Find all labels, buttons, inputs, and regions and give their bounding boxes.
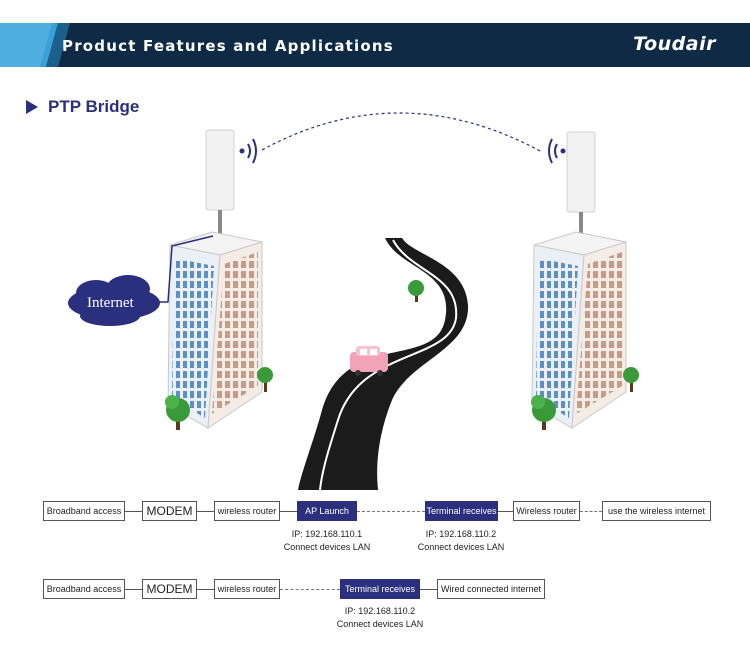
flow1-ap-launch: AP Launch <box>297 501 357 521</box>
flow1-ap-info: IP: 192.168.110.1 Connect devices LAN <box>267 528 387 554</box>
flow1-wireless-router: wireless router <box>214 501 280 521</box>
banner-title: Product Features and Applications <box>62 37 394 55</box>
flow1-ap-note: Connect devices LAN <box>283 542 371 552</box>
right-building <box>531 231 627 429</box>
connector <box>197 589 214 590</box>
wireless-connector <box>580 511 602 512</box>
connector <box>280 511 297 512</box>
wireless-connector <box>280 589 340 590</box>
left-antenna <box>205 129 235 241</box>
tree-icon <box>531 395 556 430</box>
banner-background <box>0 23 750 67</box>
connector <box>420 589 437 590</box>
flow2-wired-internet: Wired connected internet <box>437 579 545 599</box>
flow1-wireless-router-2: Wireless router <box>513 501 580 521</box>
connector <box>125 589 142 590</box>
connector <box>498 511 513 512</box>
flow1-use-wireless-internet: use the wireless internet <box>602 501 711 521</box>
wireless-link-arc <box>261 112 543 153</box>
tree-icon <box>623 367 639 392</box>
car-icon <box>350 346 388 376</box>
flow1-terminal-note: Connect devices LAN <box>417 542 505 552</box>
flow1-terminal-info: IP: 192.168.110.2 Connect devices LAN <box>401 528 521 554</box>
triangle-bullet-icon <box>26 100 38 114</box>
tree-icon <box>408 280 424 302</box>
left-building <box>167 231 263 429</box>
flow1-terminal-receives: Terminal receives <box>425 501 498 521</box>
section-heading: PTP Bridge <box>26 97 139 117</box>
section-title: PTP Bridge <box>48 97 140 116</box>
signal-waves-left-icon <box>239 138 257 164</box>
flow2-terminal-note: Connect devices LAN <box>336 619 424 629</box>
flow2-terminal-ip: IP: 192.168.110.2 <box>344 606 416 616</box>
flow2-wireless-router: wireless router <box>214 579 280 599</box>
right-antenna <box>566 131 596 241</box>
flow2-broadband-access: Broadband access <box>43 579 125 599</box>
wireless-connector <box>357 511 425 512</box>
flow2-terminal-receives: Terminal receives <box>340 579 420 599</box>
internet-label: Internet <box>87 295 134 311</box>
flow2-terminal-info: IP: 192.168.110.2 Connect devices LAN <box>320 605 440 631</box>
flow2-modem: MODEM <box>142 579 197 599</box>
signal-waves-right-icon <box>548 138 566 164</box>
tree-icon <box>257 367 273 392</box>
flow1-modem: MODEM <box>142 501 197 521</box>
header-banner: Product Features and Applications Toudai… <box>0 23 750 67</box>
connector <box>125 511 142 512</box>
brand-logo: Toudair <box>633 33 716 55</box>
flow1-terminal-ip: IP: 192.168.110.2 <box>425 529 497 539</box>
connector <box>197 511 214 512</box>
tree-icon <box>165 395 190 430</box>
flow1-ap-ip: IP: 192.168.110.1 <box>291 529 363 539</box>
internet-cloud-icon <box>68 275 160 326</box>
flow1-broadband-access: Broadband access <box>43 501 125 521</box>
